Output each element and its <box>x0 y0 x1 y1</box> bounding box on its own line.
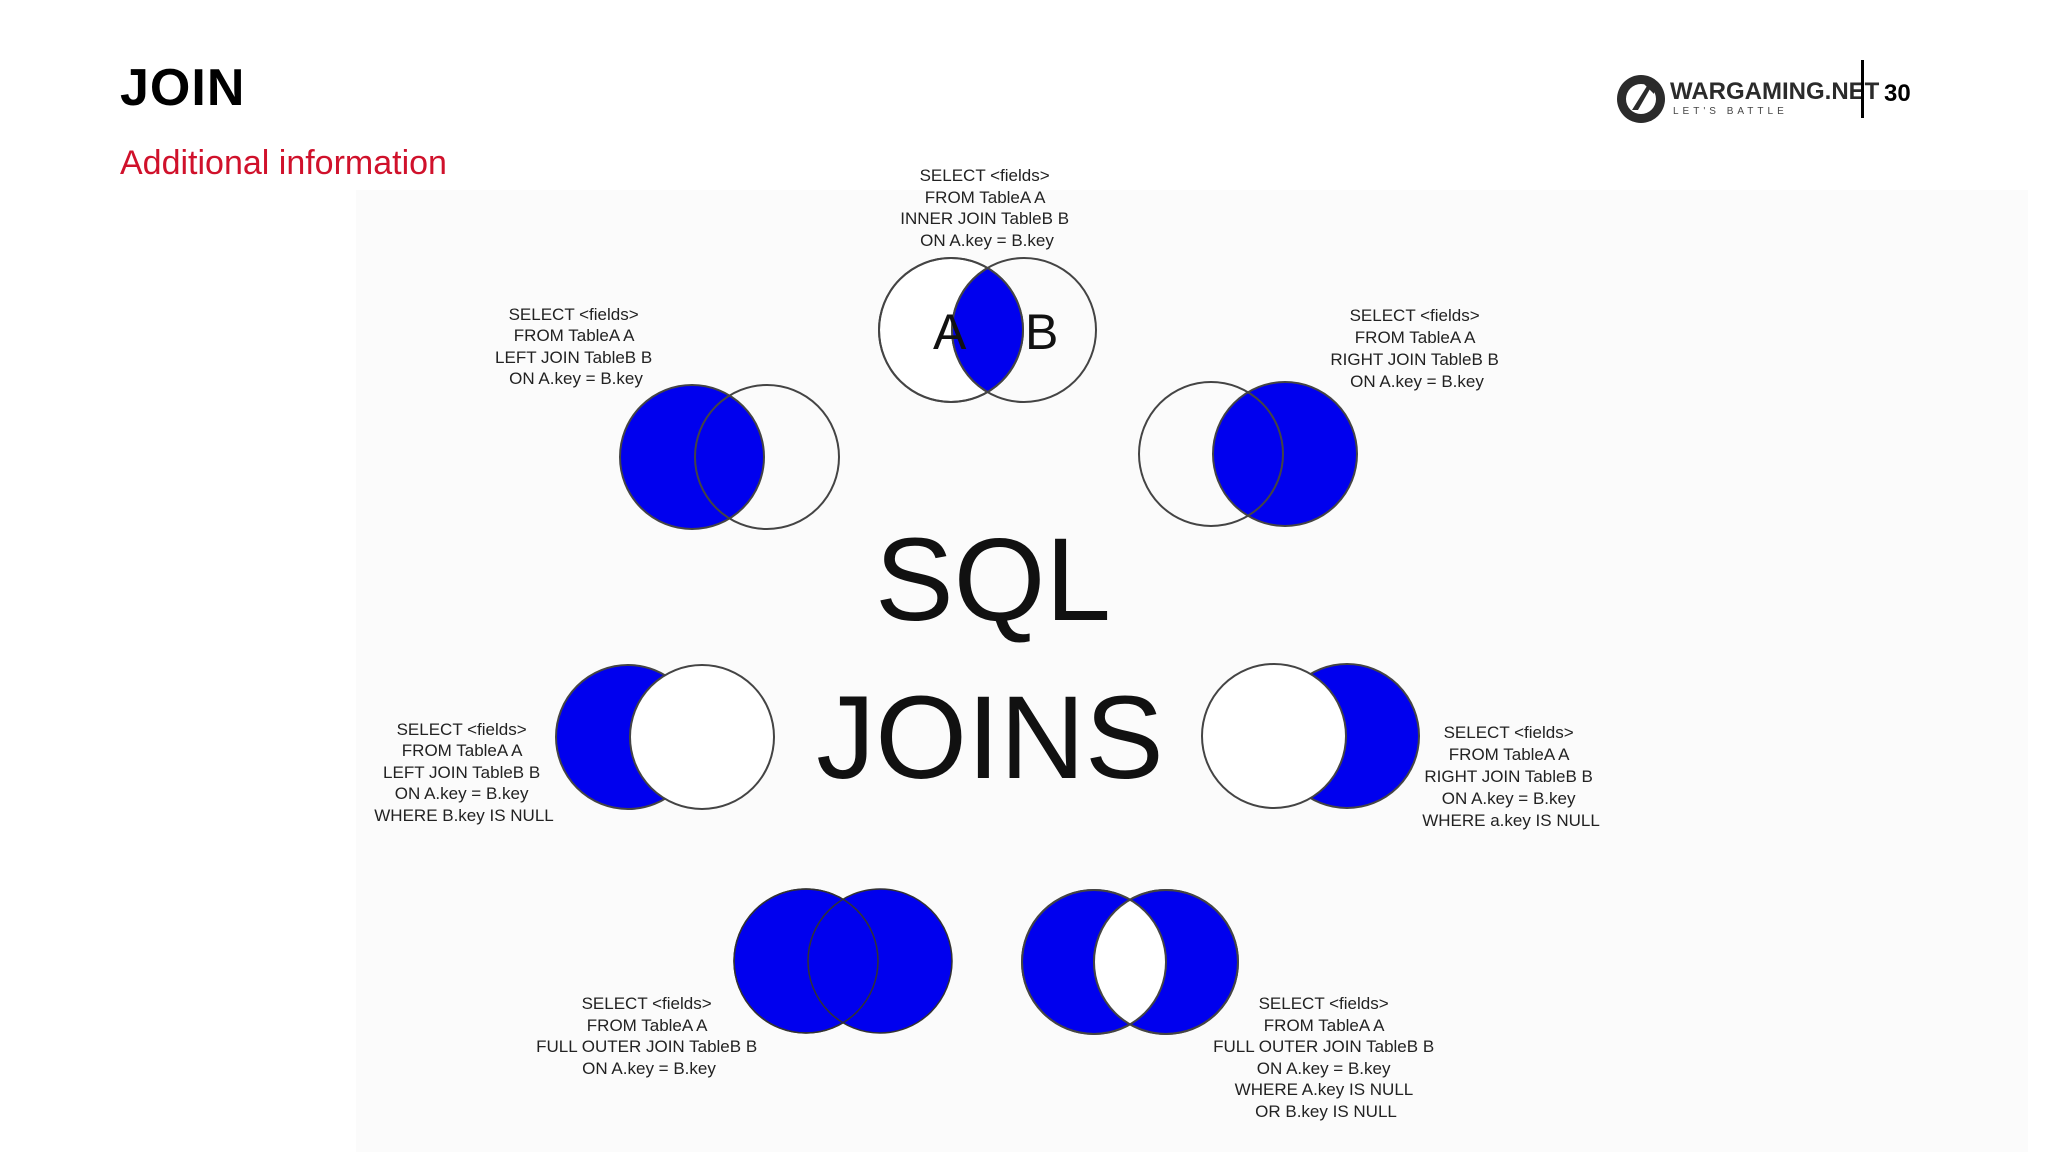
sql-right-join: SELECT <fields> FROM TableA A RIGHT JOIN… <box>1330 306 1503 391</box>
sql-line: FROM TableA A <box>1264 1016 1385 1035</box>
sql-line: WHERE B.key IS NULL <box>374 806 554 825</box>
sql-line: FROM TableA A <box>514 326 635 345</box>
sql-line: SELECT <fields> <box>1444 723 1574 742</box>
sql-line: LEFT JOIN TableB B <box>495 348 652 367</box>
sql-line: SELECT <fields> <box>920 166 1050 185</box>
sql-line: ON A.key = B.key <box>920 231 1054 250</box>
venn-inner-join: A B <box>878 257 1097 403</box>
sql-line: ON A.key = B.key <box>395 784 529 803</box>
slide-title: JOIN <box>120 59 246 117</box>
venn-full-outer-join <box>733 888 953 1034</box>
sql-line: FROM TableA A <box>587 1016 708 1035</box>
sql-inner-join: SELECT <fields> FROM TableA A INNER JOIN… <box>900 166 1074 250</box>
sql-line: INNER JOIN TableB B <box>900 209 1069 228</box>
sql-line: SELECT <fields> <box>397 720 527 739</box>
sql-line: ON A.key = B.key <box>509 369 643 388</box>
sql-line: WHERE A.key IS NULL <box>1235 1080 1413 1099</box>
sql-line: WHERE a.key IS NULL <box>1422 811 1600 830</box>
venn-full-outer-excluding-join <box>1021 889 1239 1035</box>
sql-right-excluding-join: SELECT <fields> FROM TableA A RIGHT JOIN… <box>1422 723 1600 830</box>
page-number: 30 <box>1884 80 1911 107</box>
center-title-joins: JOINS <box>816 672 1164 804</box>
venn-left-join <box>619 384 840 530</box>
wargaming-logo: WARGAMING.NET LET'S BATTLE <box>1614 72 1879 128</box>
sql-line: RIGHT JOIN TableB B <box>1330 350 1498 369</box>
sql-line: SELECT <fields> <box>509 305 639 324</box>
sql-line: SELECT <fields> <box>1350 306 1480 325</box>
sql-line: FULL OUTER JOIN TableB B <box>1213 1037 1434 1056</box>
venn-right-excluding-join <box>1201 663 1420 809</box>
venn-left-excluding-join <box>555 664 775 810</box>
sql-line: SELECT <fields> <box>1259 994 1389 1013</box>
sql-line: OR B.key IS NULL <box>1255 1102 1397 1121</box>
slide-subtitle: Additional information <box>120 144 447 182</box>
sql-line: FROM TableA A <box>1449 745 1570 764</box>
logo-tagline: LET'S BATTLE <box>1673 106 1788 117</box>
sql-line: FROM TableA A <box>925 188 1046 207</box>
logo-name: WARGAMING.NET <box>1670 78 1880 105</box>
center-title-sql: SQL <box>875 514 1111 646</box>
sql-line: ON A.key = B.key <box>1350 372 1484 391</box>
venn-label-b: B <box>1025 304 1058 360</box>
sql-line: LEFT JOIN TableB B <box>383 763 540 782</box>
sql-line: FROM TableA A <box>1355 328 1476 347</box>
sql-full-outer-excluding-join: SELECT <fields> FROM TableA A FULL OUTER… <box>1213 994 1439 1121</box>
sql-line: ON A.key = B.key <box>582 1059 716 1078</box>
sql-line: FROM TableA A <box>402 741 523 760</box>
sql-line: FULL OUTER JOIN TableB B <box>536 1037 757 1056</box>
sql-full-outer-join: SELECT <fields> FROM TableA A FULL OUTER… <box>536 994 762 1078</box>
sql-line: RIGHT JOIN TableB B <box>1424 767 1592 786</box>
wargaming-logo-icon <box>1617 75 1665 123</box>
sql-left-join: SELECT <fields> FROM TableA A LEFT JOIN … <box>495 305 657 388</box>
sql-line: ON A.key = B.key <box>1442 789 1576 808</box>
header-divider <box>1861 60 1864 118</box>
sql-line: ON A.key = B.key <box>1257 1059 1391 1078</box>
sql-line: SELECT <fields> <box>582 994 712 1013</box>
venn-label-a: A <box>933 304 967 360</box>
sql-left-excluding-join: SELECT <fields> FROM TableA A LEFT JOIN … <box>374 720 554 825</box>
venn-right-join <box>1138 381 1358 527</box>
